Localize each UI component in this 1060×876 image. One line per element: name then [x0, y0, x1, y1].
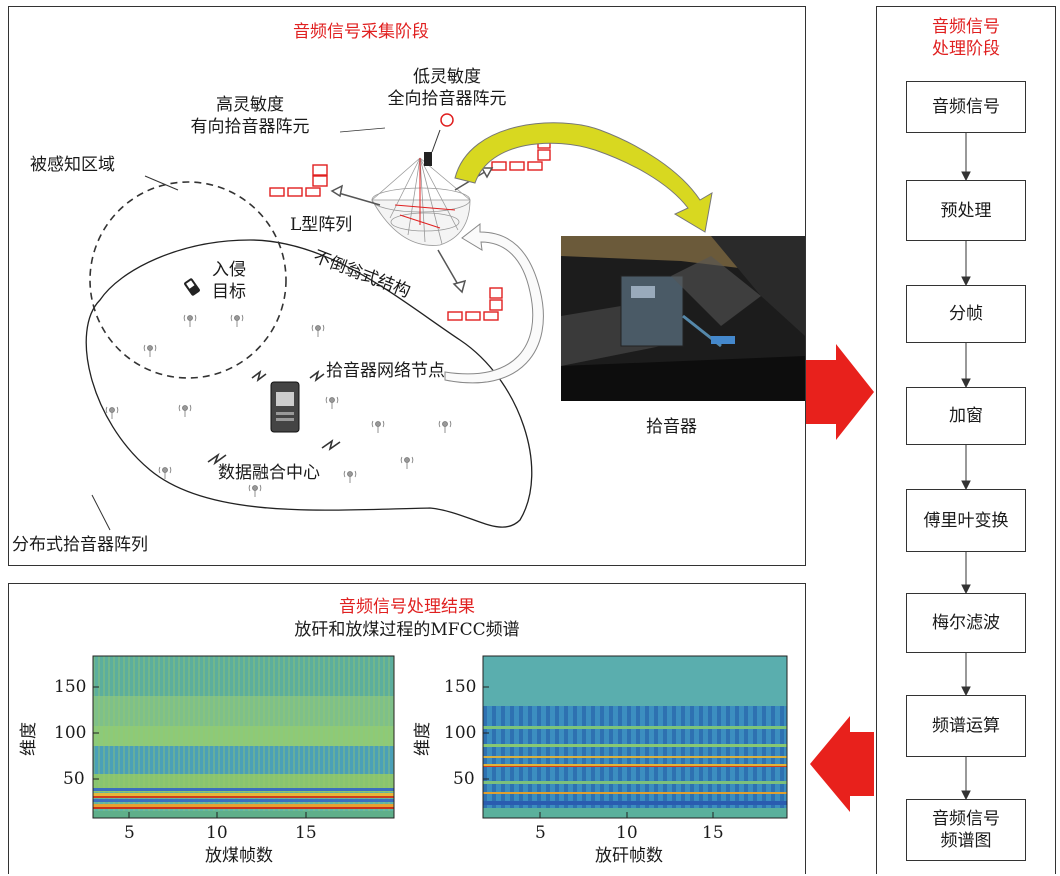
- coal-xlabel: 放煤帧数: [205, 846, 273, 866]
- spectrogram-gangue-plot: [483, 656, 787, 818]
- network-node-label: 拾音器网络节点: [326, 361, 445, 381]
- gangue-xtick-5: 5: [535, 823, 546, 843]
- coal-ytick-100: 100: [54, 723, 87, 743]
- flow-step-mel-filter: 梅尔滤波: [906, 593, 1026, 653]
- flow-step-fourier-transform: 傅里叶变换: [906, 489, 1026, 552]
- distributed-array-boundary: [85, 239, 533, 528]
- l-array-label: L型阵列: [290, 215, 353, 235]
- sensed-area-label: 被感知区域: [30, 155, 115, 175]
- omni-microphone-icon: [424, 113, 454, 166]
- fusion-center-server-icon: [270, 381, 300, 433]
- l-array-icon-upper-left: [269, 164, 328, 197]
- flow-step-spectrogram: 音频信号 频谱图: [906, 799, 1026, 861]
- acquisition-title: 音频信号采集阶段: [293, 22, 429, 42]
- gangue-xtick-10: 10: [616, 823, 638, 843]
- spectrogram-coal-plot: [93, 656, 394, 818]
- coal-xtick-10: 10: [206, 823, 228, 843]
- l-array-icon-lower: [447, 287, 503, 321]
- fusion-center-label: 数据融合中心: [218, 463, 320, 483]
- coal-ytick-150: 150: [54, 677, 87, 697]
- flow-step-framing: 分帧: [906, 285, 1026, 343]
- gangue-ylabel: 维度: [413, 722, 433, 756]
- sensor-node-icons: [105, 314, 452, 497]
- results-subtitle: 放矸和放煤过程的MFCC频谱: [294, 620, 520, 640]
- flow-step-preprocessing: 预处理: [906, 180, 1026, 241]
- low-sensitivity-label: 低灵敏度 全向拾音器阵元: [387, 67, 507, 109]
- tumbler-structure-icon: [371, 157, 471, 246]
- flow-step-audio-signal: 音频信号: [906, 81, 1026, 133]
- distributed-array-label: 分布式拾音器阵列: [12, 535, 148, 555]
- intrusion-target-icon: [184, 278, 200, 296]
- gangue-ytick-100: 100: [444, 723, 477, 743]
- grey-curve-arrow: [444, 222, 544, 384]
- wireless-link-icons: [207, 370, 341, 466]
- pickup-caption: 拾音器: [646, 417, 697, 437]
- sensed-area-circle: [89, 181, 287, 379]
- coal-xtick-5: 5: [124, 823, 135, 843]
- gangue-xlabel: 放矸帧数: [595, 846, 663, 866]
- gangue-ytick-50: 50: [453, 769, 475, 789]
- high-sensitivity-label: 高灵敏度 有向拾音器阵元: [190, 95, 310, 137]
- results-title: 音频信号处理结果: [339, 597, 475, 617]
- yellow-curve-arrow: [454, 122, 713, 233]
- processing-title: 音频信号 处理阶段: [932, 17, 1000, 59]
- gangue-ytick-150: 150: [444, 677, 477, 697]
- flow-step-spectrum-operation: 频谱运算: [906, 695, 1026, 757]
- pickup-device-photo: [561, 236, 805, 401]
- intrusion-target-label: 入侵 目标: [212, 260, 246, 302]
- coal-ytick-50: 50: [63, 769, 85, 789]
- flow-step-windowing: 加窗: [906, 387, 1026, 445]
- gangue-xtick-15: 15: [702, 823, 724, 843]
- coal-xtick-15: 15: [295, 823, 317, 843]
